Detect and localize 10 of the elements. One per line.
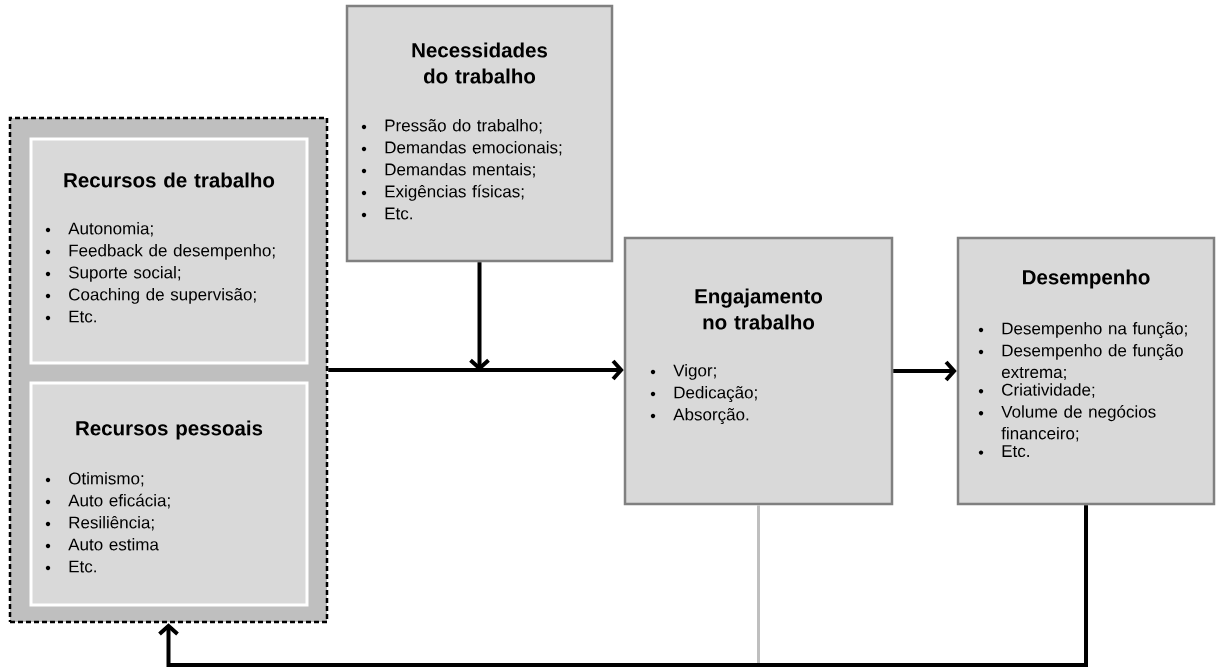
arrow: [158, 505, 1088, 667]
arrow: [893, 360, 957, 382]
process-box: Necessidades do trabalho Pressão do trabalho; Demandas emocionais; Demandas mentais; Exigências físicas; Etc.: [345, 4, 614, 263]
process-box: Desempenho Desempenho na função; Desempenho de função extrema; Criatividade; Volume de negócios financeiro; Etc.: [956, 236, 1216, 506]
process-box: Recursos pessoais Otimismo; Auto eficácia; Resiliência; Auto estima Etc.: [29, 381, 309, 607]
connector-line: [757, 505, 760, 665]
process-box: Engajamento no trabalho Vigor; Dedicação; Absorção.: [623, 236, 894, 506]
arrow: [469, 262, 490, 371]
process-box: Recursos de trabalho Autonomia; Feedback de desempenho; Suporte social; Coaching de supervisão; Etc.: [29, 137, 309, 365]
arrow: [328, 359, 624, 381]
